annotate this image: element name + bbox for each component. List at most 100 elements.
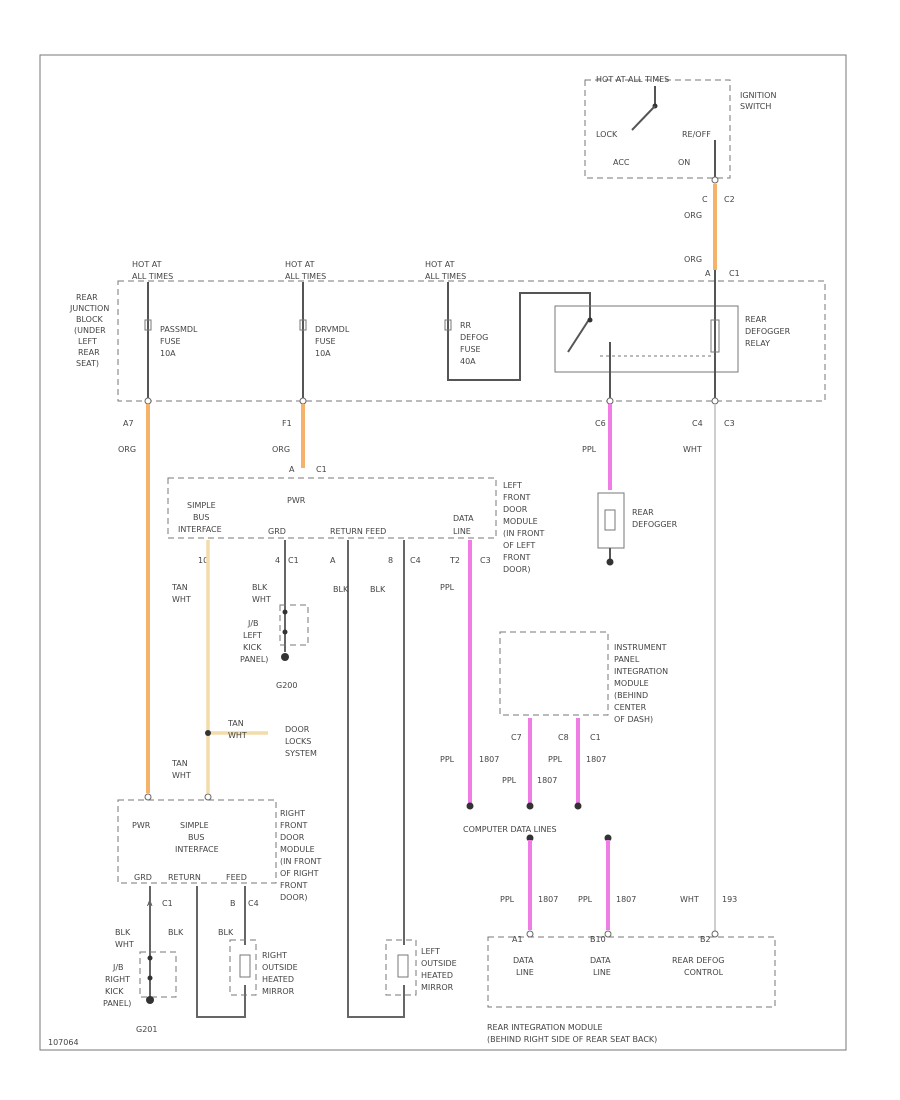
pin-f1 — [299, 397, 307, 405]
rdm-name-l1: RIGHT — [280, 809, 305, 818]
ipm-box — [499, 631, 609, 716]
rim-name-l2: (BEHIND RIGHT SIDE OF REAR SEAT BACK) — [487, 1035, 657, 1044]
rdm-pwr: PWR — [132, 821, 151, 830]
ipm-pin-c7: C7 — [511, 733, 522, 742]
rim-pin2: B10 — [590, 935, 606, 944]
rear-defogger-l2: DEFOGGER — [632, 520, 678, 529]
left-front-door-module: A C1 PWR SIMPLE BUS INTERFACE GRD RETURN… — [167, 465, 544, 574]
ldm-wire-blk1: BLK — [252, 583, 268, 592]
ignition-on: ON — [678, 158, 690, 167]
rim-box — [487, 936, 776, 1008]
ldm-pin-10: 10 — [198, 556, 208, 565]
rim-pin-b10 — [604, 930, 612, 938]
ldm-wire-blk3: BLK — [370, 585, 386, 594]
cdl-node-3 — [574, 802, 582, 810]
splice-door-locks — [205, 730, 211, 736]
relay-contact-blade — [567, 317, 591, 353]
ignition-conn1: C1 — [729, 269, 740, 278]
fuse3-element — [444, 319, 452, 331]
right-outside-heated-mirror: RIGHT OUTSIDE HEATED MIRROR — [229, 939, 298, 996]
ignition-switch-blade — [631, 105, 656, 131]
left-mirror-l1: LEFT — [421, 947, 440, 956]
g200-l3: KICK — [243, 643, 262, 652]
wire-f1-label: ORG — [272, 445, 290, 454]
rdm-pin-pwr — [144, 793, 152, 801]
g201-splice-2 — [147, 975, 153, 981]
rim-w3: WHT — [680, 895, 699, 904]
rdm-name-l2: FRONT — [280, 821, 307, 830]
ldm-wire-ppl: PPL — [440, 583, 455, 592]
ignition-switch: HOT AT ALL TIMES IGNITION SWITCH LOCK RE… — [584, 75, 776, 278]
ldm-name-l8: DOOR) — [503, 565, 530, 574]
rdm-name-l6: OF RIGHT — [280, 869, 319, 878]
rim-n2: 1807 — [616, 895, 636, 904]
cdl-node-4 — [526, 834, 534, 842]
rdm-name-l5: (IN FRONT — [280, 857, 321, 866]
left-mirror-box — [385, 939, 417, 996]
rim-pin3: B2 — [700, 935, 711, 944]
ldm-pin-a2: A — [330, 556, 336, 565]
rdm-conn-c1: C1 — [162, 899, 173, 908]
ldm-gnd: GRD — [268, 527, 286, 536]
rdm-pin-c4: C4 — [248, 899, 259, 908]
ignition-off: RE/OFF — [682, 130, 711, 139]
ignition-name-line1: IGNITION — [740, 91, 776, 100]
ldm-name-l5: (IN FRONT — [503, 529, 544, 538]
wire-blk-left-mirror-return — [347, 540, 405, 1018]
rdm-name-l3: DOOR — [280, 833, 305, 842]
right-mirror-l3: HEATED — [262, 975, 294, 984]
right-mirror-l4: MIRROR — [262, 987, 295, 996]
rdm-tan: TAN — [171, 759, 188, 768]
ipm-w1: PPL — [440, 755, 455, 764]
rjb-line4: (UNDER — [74, 326, 106, 335]
defogger-grid — [604, 509, 616, 531]
rim-name-l1: REAR INTEGRATION MODULE — [487, 1023, 603, 1032]
rdm-pin-b: B — [230, 899, 236, 908]
rdm-sbi-l2: BUS — [188, 833, 204, 842]
rim-pin1: A1 — [512, 935, 523, 944]
door-locks-l3: SYSTEM — [285, 749, 317, 758]
defogger-element — [597, 492, 625, 549]
cdl-label: COMPUTER DATA LINES — [463, 825, 557, 834]
fuse3-label-l3: FUSE — [460, 345, 481, 354]
left-mirror-l2: OUTSIDE — [421, 959, 457, 968]
ipm-pin-c8: C8 — [558, 733, 569, 742]
ldm-name-l3: DOOR — [503, 505, 528, 514]
ldm-conn-c4: C4 — [410, 556, 421, 565]
relay-label-l2: DEFOGGER — [745, 327, 791, 336]
rdm-wht: WHT — [172, 771, 191, 780]
g200-l1: J/B — [247, 619, 259, 628]
ldm-pin-8: 8 — [388, 556, 393, 565]
ipm-n2: 1807 — [537, 776, 557, 785]
ldm-wire-blk2: BLK — [333, 585, 349, 594]
rear-defogger: REAR DEFOGGER — [597, 492, 678, 566]
instrument-panel-module: INSTRUMENT PANEL INTEGRATION MODULE (BEH… — [440, 631, 668, 805]
left-mirror-heater — [397, 954, 409, 978]
conn-c3-label: C3 — [724, 419, 735, 428]
g200-id: G200 — [276, 681, 297, 690]
ipm-conn-c1: C1 — [590, 733, 601, 742]
rdm-feed: FEED — [226, 873, 247, 882]
rim-w1: PPL — [500, 895, 515, 904]
pin-c4 — [711, 397, 719, 405]
g200-splice-2 — [282, 629, 288, 635]
g201-l1: J/B — [112, 963, 124, 972]
fuse2-label-l3: 10A — [315, 349, 331, 358]
hot3-line2: ALL TIMES — [425, 272, 466, 281]
rim-pin-a1 — [526, 930, 534, 938]
rjb-line3: BLOCK — [76, 315, 104, 324]
defogger-ground — [606, 558, 614, 566]
rear-defogger-l1: REAR — [632, 508, 654, 517]
ldm-ret-feed: RETURN FEED — [330, 527, 386, 536]
rdm-wire-blk3: BLK — [218, 928, 234, 937]
g201-l3: KICK — [105, 987, 124, 996]
ignition-wire1: ORG — [684, 211, 702, 220]
fuse2-label-l2: FUSE — [315, 337, 336, 346]
fuse3-label-l4: 40A — [460, 357, 476, 366]
ldm-wire-tan1: TAN — [171, 583, 188, 592]
ldm-wire-wht1: WHT — [172, 595, 191, 604]
fuse1-label-l2: FUSE — [160, 337, 181, 346]
ipm-l1: INSTRUMENT — [614, 643, 667, 652]
g201-id: G201 — [136, 1025, 157, 1034]
